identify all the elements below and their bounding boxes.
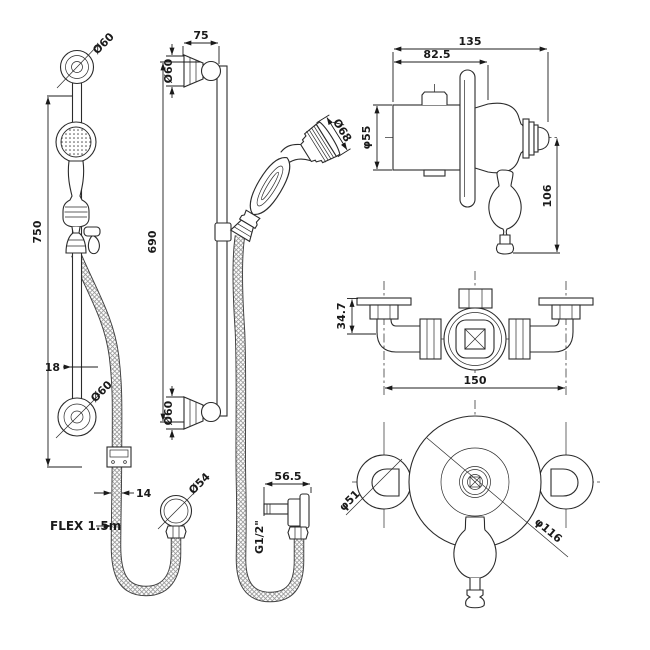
bottom-bracket-side: Ø60 [162, 386, 222, 440]
right-plate-front [538, 454, 594, 510]
dim-top-bracket-dia: Ø60 [90, 30, 117, 57]
top-port [421, 91, 448, 105]
handset-head-tilted: Ø68 [300, 114, 354, 164]
handset-neck [280, 143, 311, 163]
elbow-nut [287, 526, 309, 540]
right-flange-nut [551, 304, 581, 320]
hose-cone [65, 232, 87, 254]
view-valve-front: φ116 φ51 [336, 400, 600, 609]
top-bracket-side: Ø60 [162, 44, 222, 98]
hose-left [71, 251, 182, 597]
label-thread-size: G1/2" [253, 520, 266, 554]
leader-line [56, 43, 100, 89]
dim-bottom-bracket-dia-side: Ø60 [162, 400, 175, 425]
dim-handle-drop: 106 [541, 184, 554, 207]
dim-line-68 [326, 117, 348, 151]
leader-line [55, 393, 101, 439]
hose-clamp [106, 446, 132, 468]
left-wall-flange [356, 297, 412, 306]
left-inlet [356, 297, 442, 360]
view-valve-plan: 34.7 150 [335, 271, 594, 396]
view-valve-side: 135 82.5 φ55 106 [360, 35, 560, 255]
dim-hose-dia: 14 [136, 487, 152, 500]
left-flange-nut [369, 304, 399, 320]
bottom-port [423, 169, 446, 177]
left-elbow [376, 318, 397, 353]
leader-line [157, 488, 199, 530]
head-ring [528, 121, 535, 156]
valve-body [392, 104, 461, 171]
right-union-nut [508, 318, 531, 360]
handset-grip-tilted [229, 157, 291, 243]
elbow-stub [263, 503, 289, 515]
ext-line [337, 148, 351, 158]
head-tip [537, 126, 550, 151]
head-ring [533, 124, 539, 153]
dim-rail-span: 690 [146, 230, 159, 253]
valve-head-dome [474, 102, 525, 174]
handset-holder [214, 222, 232, 242]
dim-plan-depth: 34.7 [335, 302, 348, 329]
ext-line [316, 114, 330, 124]
dim-wall-offset: 75 [193, 29, 208, 42]
head-ring [522, 118, 530, 159]
dim-inlet-centres: 150 [464, 374, 487, 387]
valve-handle-front [453, 516, 497, 609]
wall-plate-side [459, 69, 476, 208]
bracket-arm [83, 226, 101, 237]
right-inlet [508, 297, 594, 360]
elbow-flange [299, 493, 310, 529]
left-plate-front [356, 454, 412, 510]
leader-line [426, 437, 569, 558]
right-elbow [553, 318, 574, 353]
handset-waist [71, 226, 81, 234]
left-pipe [395, 325, 421, 353]
top-wall-bracket: Ø60 [56, 30, 117, 89]
right-wall-flange [538, 297, 594, 306]
wall-elbow-side: 56.5 G1/2" [253, 470, 312, 554]
left-union-nut [419, 318, 442, 360]
view-rail-front: 750 Ø60 18 [31, 30, 213, 597]
dim-elbow-depth: 56.5 [274, 470, 301, 483]
dim-body-width: 82.5 [423, 48, 450, 61]
hose-middle [232, 235, 305, 603]
wall-outlet-front: Ø54 [157, 470, 213, 539]
valve-handle-side [488, 169, 522, 236]
handset-front [55, 121, 101, 255]
leader-line [345, 458, 403, 516]
dim-rail-length: 750 [31, 220, 44, 243]
top-port-nut [458, 288, 493, 309]
label-flex-length: FLEX 1.5m [50, 519, 121, 533]
bottom-wall-bracket: Ø60 [55, 378, 115, 439]
view-rail-side: 75 Ø60 690 Ø60 [146, 29, 354, 603]
dim-body-dia: φ55 [360, 126, 373, 150]
dim-valve-width: 135 [459, 35, 482, 48]
dim-outlet-dia: Ø54 [186, 470, 213, 497]
outlet-nut [165, 525, 187, 539]
right-pipe [529, 325, 555, 353]
bracket-knob [87, 235, 100, 255]
middle-handset: Ø68 [229, 114, 354, 243]
valve-body-plan [443, 288, 507, 371]
dim-rail-dia: 18 [45, 361, 60, 374]
spray-face [60, 126, 92, 158]
handle-end-cap [495, 234, 515, 255]
